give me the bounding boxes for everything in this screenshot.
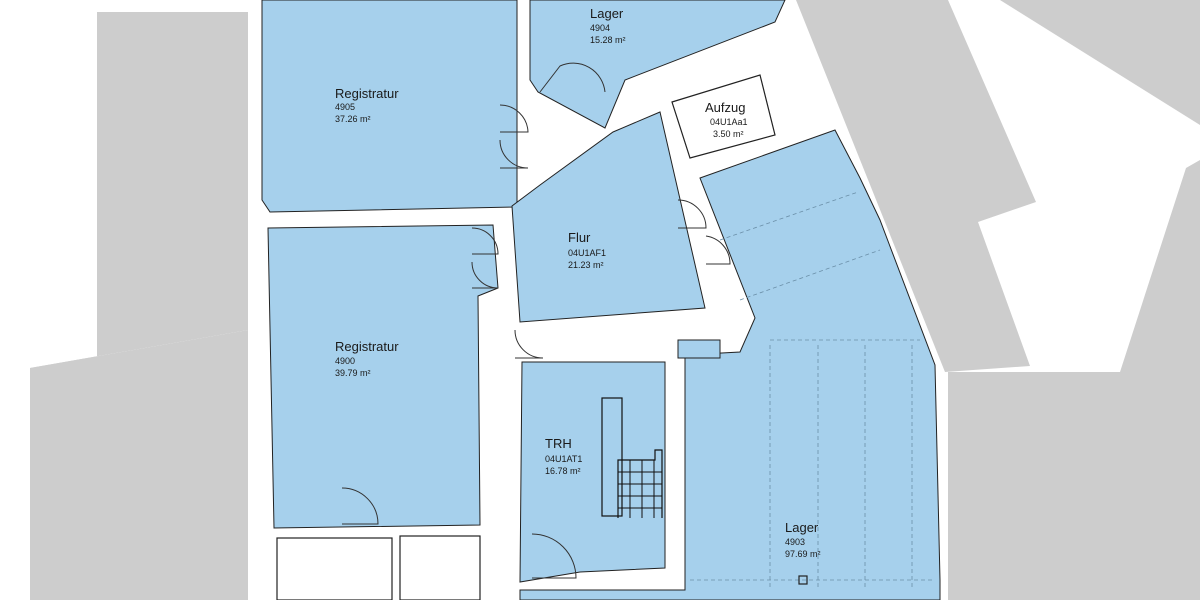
door-swing (677, 199, 707, 229)
room-area: 97.69 m² (785, 549, 821, 559)
room-id: 04U1Aa1 (710, 117, 748, 127)
room-labels: Lager 4904 15.28 m² Registratur 4905 37.… (335, 6, 821, 559)
room-name: Lager (785, 520, 819, 535)
room-niche (677, 339, 721, 359)
room-name: Registratur (335, 86, 399, 101)
room-lower-middle (399, 535, 481, 600)
column-marker (798, 575, 808, 585)
room-name: Registratur (335, 339, 399, 354)
room-id: 4903 (785, 537, 805, 547)
neighbor-area-left-top (30, 12, 248, 368)
room-flur (511, 111, 706, 323)
room-name: Aufzug (705, 100, 745, 115)
door-swing (705, 235, 731, 265)
room-area: 39.79 m² (335, 368, 371, 378)
door-swing (531, 533, 577, 579)
neighbor-area-right-bottom (948, 160, 1200, 600)
room-id: 04U1AF1 (568, 248, 606, 258)
room-lower-left (276, 537, 393, 600)
door-swing (499, 139, 529, 169)
grid-line (739, 249, 881, 301)
stair-outline (617, 449, 663, 518)
neighbor-area-right-corner (1000, 0, 1200, 125)
door-swing (499, 104, 529, 133)
door-swing (471, 261, 499, 289)
room-area: 3.50 m² (713, 129, 744, 139)
surrounding-areas (30, 0, 1200, 600)
room-name: TRH (545, 436, 572, 451)
room-trh (519, 361, 666, 583)
staircase (601, 397, 663, 518)
room-area: 16.78 m² (545, 466, 581, 476)
grid-line (719, 191, 859, 241)
room-area: 37.26 m² (335, 114, 371, 124)
door-swing (514, 329, 544, 359)
door-swings (341, 62, 731, 579)
neighbor-area-left-bottom (30, 330, 248, 600)
room-area: 21.23 m² (568, 260, 604, 270)
room-id: 4900 (335, 356, 355, 366)
room-lager-4904 (529, 0, 786, 129)
neighbor-area-right-top (796, 0, 1036, 372)
room-registratur-4905 (261, 0, 518, 213)
stair-stringer (601, 397, 623, 517)
rooms (261, 0, 941, 600)
door-swing (471, 227, 499, 255)
room-lager-4903 (519, 129, 941, 600)
room-name: Flur (568, 230, 591, 245)
room-id: 4905 (335, 102, 355, 112)
door-swing (539, 62, 606, 93)
room-id: 4904 (590, 23, 610, 33)
room-registratur-4900 (267, 224, 499, 529)
door-swing (341, 487, 379, 525)
storage-grid (690, 191, 935, 590)
room-name: Lager (590, 6, 624, 21)
elevator-shaft (671, 74, 776, 159)
room-id: 04U1AT1 (545, 454, 582, 464)
room-area: 15.28 m² (590, 35, 626, 45)
